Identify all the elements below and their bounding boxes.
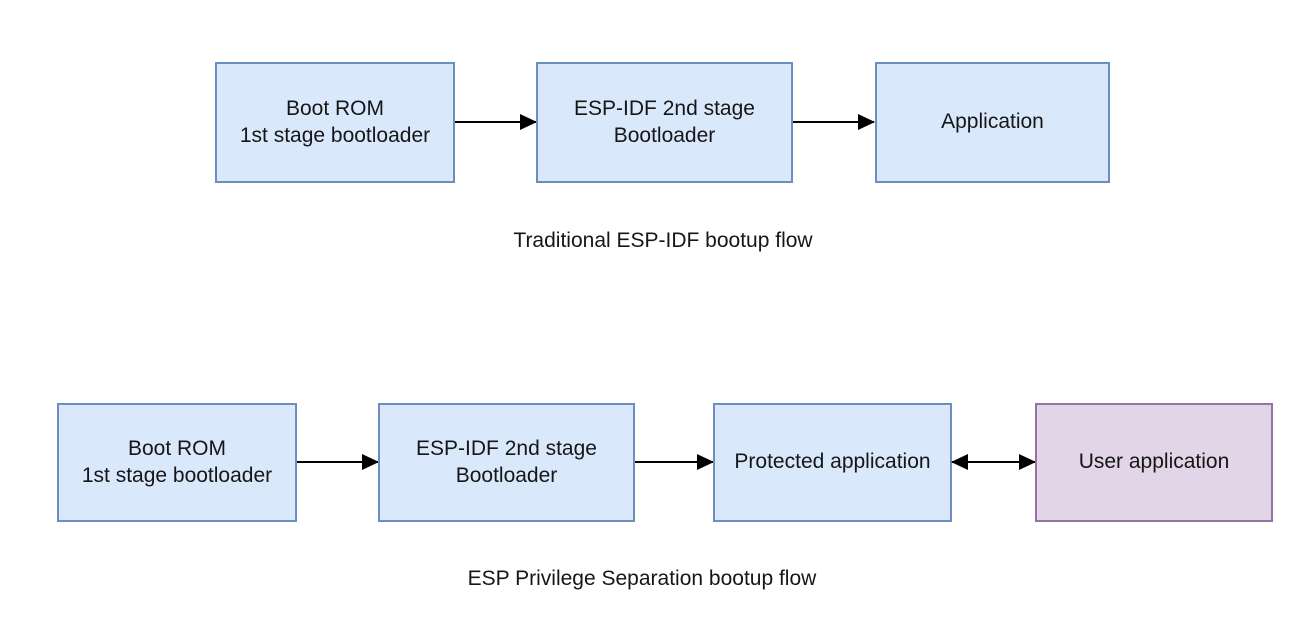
- node-esp-idf-2nd-stage-bootloader-traditional: ESP-IDF 2nd stage Bootloader: [536, 62, 793, 183]
- node-boot-rom-1st-stage-bootloader-privilege: Boot ROM 1st stage bootloader: [57, 403, 297, 522]
- node-boot-rom-1st-stage-bootloader-traditional: Boot ROM 1st stage bootloader: [215, 62, 455, 183]
- node-protected-application: Protected application: [713, 403, 952, 522]
- caption-esp-privilege-separation-bootup-flow: ESP Privilege Separation bootup flow: [467, 567, 817, 590]
- arrow-2nd-stage-to-protected-application: [635, 461, 713, 463]
- arrow-2nd-stage-to-application-traditional: [793, 121, 874, 123]
- node-user-application: User application: [1035, 403, 1273, 522]
- arrow-boot-rom-to-2nd-stage-privilege: [297, 461, 378, 463]
- node-esp-idf-2nd-stage-bootloader-privilege: ESP-IDF 2nd stage Bootloader: [378, 403, 635, 522]
- arrow-boot-rom-to-2nd-stage-traditional: [455, 121, 536, 123]
- arrow-bidirectional-protected-to-user-application: [952, 461, 1035, 463]
- node-application-traditional: Application: [875, 62, 1110, 183]
- caption-traditional-esp-idf-bootup-flow: Traditional ESP-IDF bootup flow: [513, 229, 813, 252]
